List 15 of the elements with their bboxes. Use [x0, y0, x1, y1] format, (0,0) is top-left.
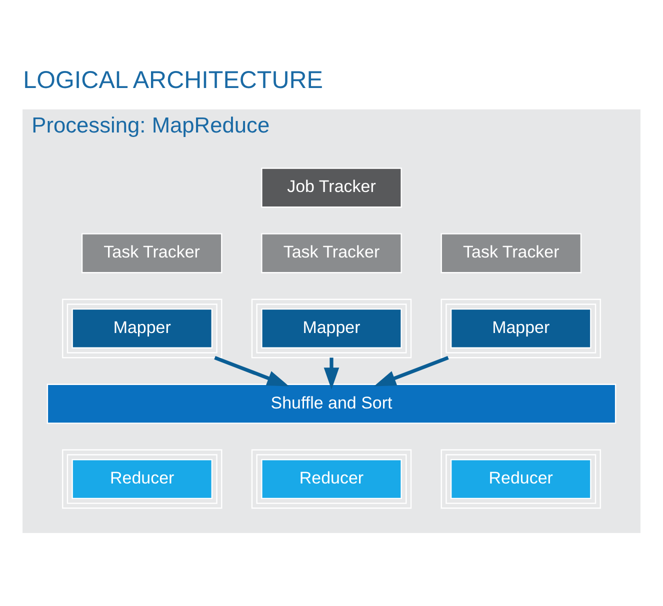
node-box: Reducer — [251, 449, 412, 509]
node-box: Reducer — [62, 449, 222, 509]
node-box: Reducer — [440, 449, 601, 509]
node-box: Mapper — [251, 298, 412, 358]
node-box: Task Tracker — [440, 233, 582, 274]
node-box: Mapper — [62, 298, 222, 358]
node-box: Task Tracker — [261, 233, 402, 274]
diagram-title: LOGICAL ARCHITECTURE — [23, 67, 323, 94]
arrow — [374, 356, 449, 386]
node-box: Job Tracker — [261, 168, 402, 208]
node-box: Mapper — [440, 298, 601, 358]
node-box: Shuffle and Sort — [46, 384, 616, 424]
arrow — [324, 358, 340, 390]
node-box: Task Tracker — [81, 233, 222, 274]
arrow — [214, 356, 290, 386]
